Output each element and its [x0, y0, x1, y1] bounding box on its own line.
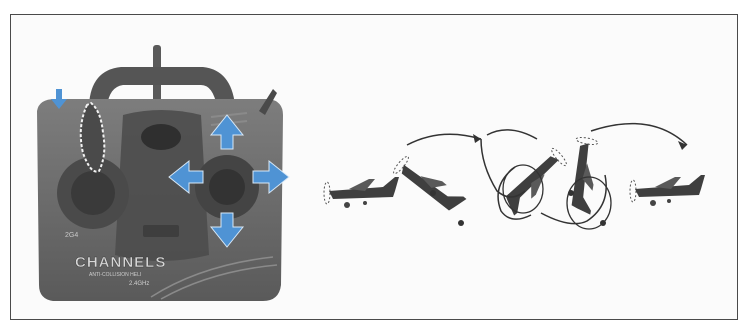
plane-icon-1 [324, 177, 399, 208]
center-button [141, 124, 181, 150]
battery-indicator [143, 225, 179, 237]
brand-subtext: ANTI-COLLISION HELI [89, 272, 141, 278]
plane-icon-4 [564, 136, 604, 215]
remote-controller: 2G4 CHANNELS ANTI-COLLISION HELI 2.4GHz [37, 45, 283, 301]
frequency-label: 2.4GHz [129, 281, 149, 287]
plane-icon-5 [630, 175, 705, 206]
flight-path-arrow [407, 134, 481, 145]
stunt-illustration: 2G4 CHANNELS ANTI-COLLISION HELI 2.4GHz [11, 15, 737, 319]
brand-text: CHANNELS [75, 254, 166, 271]
left-stick [71, 171, 115, 215]
stunt-sequence [324, 124, 705, 229]
illustration-frame: 2G4 CHANNELS ANTI-COLLISION HELI 2.4GHz [10, 14, 738, 320]
model-label: 2G4 [65, 232, 78, 239]
plane-icon-2 [392, 151, 467, 220]
right-stick [209, 169, 245, 205]
